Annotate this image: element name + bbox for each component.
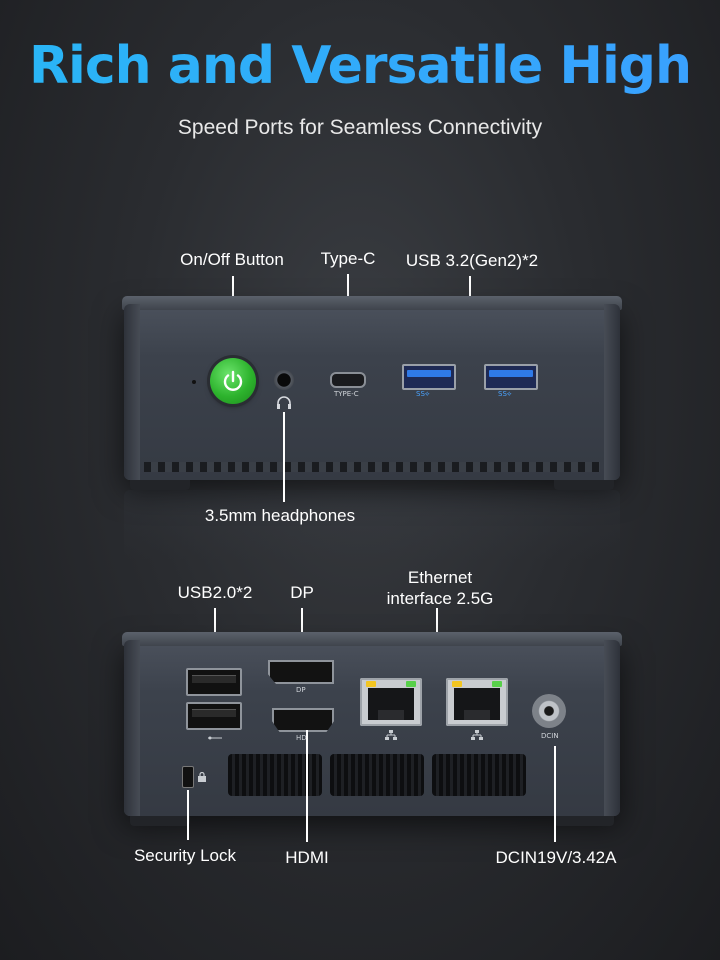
front-foot-left [130,480,190,490]
power-icon [223,370,243,391]
pointer-line-lock [187,790,189,840]
audio-jack[interactable] [274,370,294,390]
front-unit-top [122,296,622,310]
back-unit-side-left [124,640,140,816]
front-unit: TYPE-C SS⟡ SS⟡ [122,296,622,490]
front-unit-reflection [124,490,620,560]
vent-grille-2 [330,754,424,796]
usb2-port-1[interactable] [186,668,242,696]
pointer-line-dcin [554,746,556,842]
back-unit: DP HD DCIN [122,632,622,826]
usb-icon [208,736,222,740]
label-dcin: DCIN19V/3.42A [495,848,617,867]
headphones-icon [277,396,291,409]
front-unit-side-left [124,304,140,480]
label-ethernet: Ethernet interface 2.5G [386,568,494,608]
label-hdmi: HDMI [285,848,329,867]
vent-grille-3 [432,754,526,796]
label-power-button: On/Off Button [180,250,284,269]
back-foot-left [130,816,190,826]
type-c-mark: TYPE-C [334,390,359,398]
hdmi-port[interactable] [272,708,334,732]
hdmi-mark: HD [296,734,307,742]
dc-in-port[interactable] [532,694,566,728]
label-dp: DP [290,583,314,602]
label-headphones: 3.5mm headphones [204,506,356,525]
label-security-lock: Security Lock [133,846,237,865]
usb3-ss-mark-1: SS⟡ [416,390,430,398]
front-foot-right [554,480,614,490]
pointer-line-audio [283,412,285,502]
ethernet-port-1[interactable] [360,678,422,726]
status-led [192,380,196,384]
usb3-ss-mark-2: SS⟡ [498,390,512,398]
label-type-c: Type-C [320,249,376,268]
type-c-port[interactable] [330,372,366,388]
back-unit-side-right [604,640,620,816]
power-button[interactable] [210,358,256,404]
label-usb2: USB2.0*2 [177,583,253,602]
label-usb3: USB 3.2(Gen2)*2 [405,251,539,270]
page-title: Rich and Versatile High [0,36,720,96]
network-icon-2 [471,730,483,740]
page-subtitle: Speed Ports for Seamless Connectivity [177,116,543,139]
back-unit-top [122,632,622,646]
back-foot-right [554,816,614,826]
security-lock-slot[interactable] [182,766,194,788]
ethernet-port-2[interactable] [446,678,508,726]
pointer-line-hdmi [306,730,308,842]
dp-mark: DP [296,686,306,694]
displayport[interactable] [268,660,334,684]
lock-icon [198,772,206,782]
usb3-port-1[interactable] [402,364,456,390]
dcin-mark: DCIN [541,732,559,740]
front-unit-side-right [604,304,620,480]
usb2-port-2[interactable] [186,702,242,730]
front-vents [144,462,600,472]
usb3-port-2[interactable] [484,364,538,390]
network-icon-1 [385,730,397,740]
